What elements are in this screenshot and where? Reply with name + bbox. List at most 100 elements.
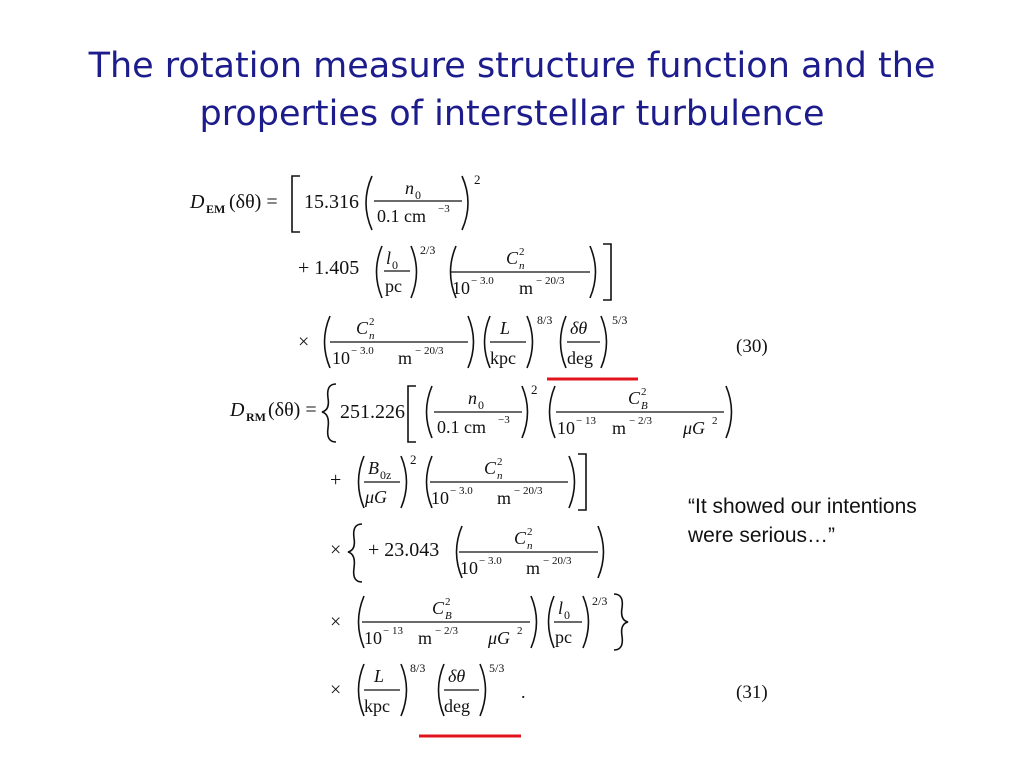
eq31-cn-r3-sup: 2 xyxy=(527,526,533,538)
eq31-cb-r4-den-c-exp: 2 xyxy=(517,625,523,637)
eq30-cn-r3: C xyxy=(356,318,369,338)
eq31-cn-r3-den-a-exp: − 3.0 xyxy=(479,555,502,567)
eq31-cb-r4-den-a: 10 xyxy=(364,628,382,648)
eq31-right-brace-2 xyxy=(613,593,629,651)
eq31-cn-r2-sup: 2 xyxy=(497,456,503,468)
eq31-cn-r2: C xyxy=(484,458,497,478)
eq31-cb-sup: 2 xyxy=(641,386,647,398)
eq30-n0: n xyxy=(405,178,414,198)
eq31-exp-53: 5/3 xyxy=(489,661,504,675)
eq31-paren-open-4 xyxy=(425,455,433,509)
eq31-cn-r2-sub: n xyxy=(497,470,503,482)
eq31-paren-open-6 xyxy=(357,595,365,649)
eq31-b0z-sub: 0z xyxy=(380,468,391,482)
eq31-cb: C xyxy=(628,388,641,408)
eq31-paren-open-5 xyxy=(455,525,463,579)
eq31-paren-close-5 xyxy=(597,525,605,579)
eq30-cn-sup: 2 xyxy=(519,246,525,258)
eq30-cn-r3-sup: 2 xyxy=(369,316,375,328)
eq31-paren-open-2 xyxy=(548,385,556,439)
eq31-paren-open-1 xyxy=(425,385,433,439)
eq31-cb-den-c: μG xyxy=(682,418,705,438)
eq30-cn-den-a-exp: − 3.0 xyxy=(471,275,494,287)
eq31-cb-r4-den-b-exp: − 2/3 xyxy=(435,625,459,637)
eq31-n0: n xyxy=(468,388,477,408)
eq31-lhs: D xyxy=(229,399,245,421)
eq30-left-square-bracket xyxy=(291,175,300,233)
eq31-period: . xyxy=(521,682,526,702)
eq30-l0: l xyxy=(386,248,391,268)
eq31-exp-23: 2/3 xyxy=(592,594,607,608)
eq30-cn-r3-den-b-exp: − 20/3 xyxy=(415,345,444,357)
eq31-b0z: B xyxy=(368,458,379,478)
eq31-paren-close-2 xyxy=(725,385,733,439)
eq30-coef-1: 15.316 xyxy=(304,191,359,213)
eq30-deg: deg xyxy=(567,348,593,368)
eq30-times: × xyxy=(298,331,309,353)
eq31-number: (31) xyxy=(736,682,768,703)
eq31-cn-r2-den-b-exp: − 20/3 xyxy=(514,485,543,497)
eq30-exp-23: 2/3 xyxy=(420,243,435,257)
eq30-exp-83: 8/3 xyxy=(537,313,552,327)
eq31-cn-r2-den-a-exp: − 3.0 xyxy=(450,485,473,497)
eq31-exp-2a: 2 xyxy=(531,382,538,397)
eq30-l0-sub: 0 xyxy=(392,258,398,272)
eq30-cn-den-b: m xyxy=(519,278,533,298)
eq31-lhs-arg: (δθ) = xyxy=(268,399,317,421)
eq31-cb-sub: B xyxy=(641,400,648,412)
eq30-cn: C xyxy=(506,248,519,268)
equation-31: D RM (δθ) = 251.226 n 0 0.1 cm −3 2 C 2 … xyxy=(229,382,768,738)
eq30-cn-den-b-exp: − 20/3 xyxy=(536,275,565,287)
eq30-paren-close-4 xyxy=(467,315,475,369)
eq31-times-3: × xyxy=(330,679,341,701)
eq31-left-brace xyxy=(321,383,337,443)
eq31-exp-83: 8/3 xyxy=(410,661,425,675)
eq30-lhs-arg: (δθ) = xyxy=(229,191,278,213)
eq31-cb-den-a: 10 xyxy=(557,418,575,438)
eq30-lhs-sub: EM xyxy=(206,202,225,216)
eq30-paren-open-1 xyxy=(365,175,373,231)
eq30-paren-close-3 xyxy=(589,245,597,299)
eq31-paren-close-3 xyxy=(400,455,408,509)
eq30-right-square-bracket xyxy=(603,243,612,301)
eq31-cn-r3: C xyxy=(514,528,527,548)
eq30-exp-53: 5/3 xyxy=(612,313,627,327)
eq31-paren-open-3 xyxy=(357,455,365,509)
eq31-cn-r3-den-a: 10 xyxy=(460,558,478,578)
eq30-number: (30) xyxy=(736,336,768,357)
eq30-paren-close-1 xyxy=(461,175,469,231)
eq31-pc: pc xyxy=(555,627,572,647)
eq30-density-unit: 0.1 cm xyxy=(377,206,426,226)
eq31-cn-r3-den-b-exp: − 20/3 xyxy=(543,555,572,567)
eq31-left-brace-2 xyxy=(347,523,363,583)
eq31-cb-r4-den-a-exp: − 13 xyxy=(383,625,403,637)
eq30-paren-open-3 xyxy=(449,245,457,299)
quote-line-2: were serious…” xyxy=(688,524,836,547)
eq31-coef-1: 251.226 xyxy=(340,401,405,423)
eq31-right-square-bracket xyxy=(578,453,587,511)
eq30-paren-open-2 xyxy=(375,245,383,299)
eq31-cb-den-b: m xyxy=(612,418,626,438)
eq30-paren-open-6 xyxy=(559,315,567,369)
eq31-lhs-sub: RM xyxy=(246,410,266,424)
eq31-cb-r4-den-b: m xyxy=(418,628,432,648)
eq31-times-1: × xyxy=(330,539,341,561)
eq30-cn-r3-den-a: 10 xyxy=(332,348,350,368)
eq31-paren-close-7 xyxy=(582,595,590,649)
eq31-plus: + xyxy=(330,469,341,491)
eq31-times-2: × xyxy=(330,611,341,633)
eq30-n0-sub: 0 xyxy=(415,188,421,202)
eq30-paren-close-2 xyxy=(410,245,418,299)
eq30-lhs: D xyxy=(189,191,205,213)
eq31-n0-sub: 0 xyxy=(478,398,484,412)
quote-line-1: “It showed our intentions xyxy=(688,495,917,518)
eq31-mug: μG xyxy=(364,487,387,507)
eq31-density-unit: 0.1 cm xyxy=(437,417,486,437)
eq30-cn-r3-sub: n xyxy=(369,330,375,342)
eq30-paren-close-6 xyxy=(600,315,608,369)
eq31-paren-open-9 xyxy=(437,663,445,717)
eq30-density-exp: −3 xyxy=(438,203,450,215)
eq31-cn-r2-den-a: 10 xyxy=(431,488,449,508)
eq31-L: L xyxy=(373,666,384,686)
